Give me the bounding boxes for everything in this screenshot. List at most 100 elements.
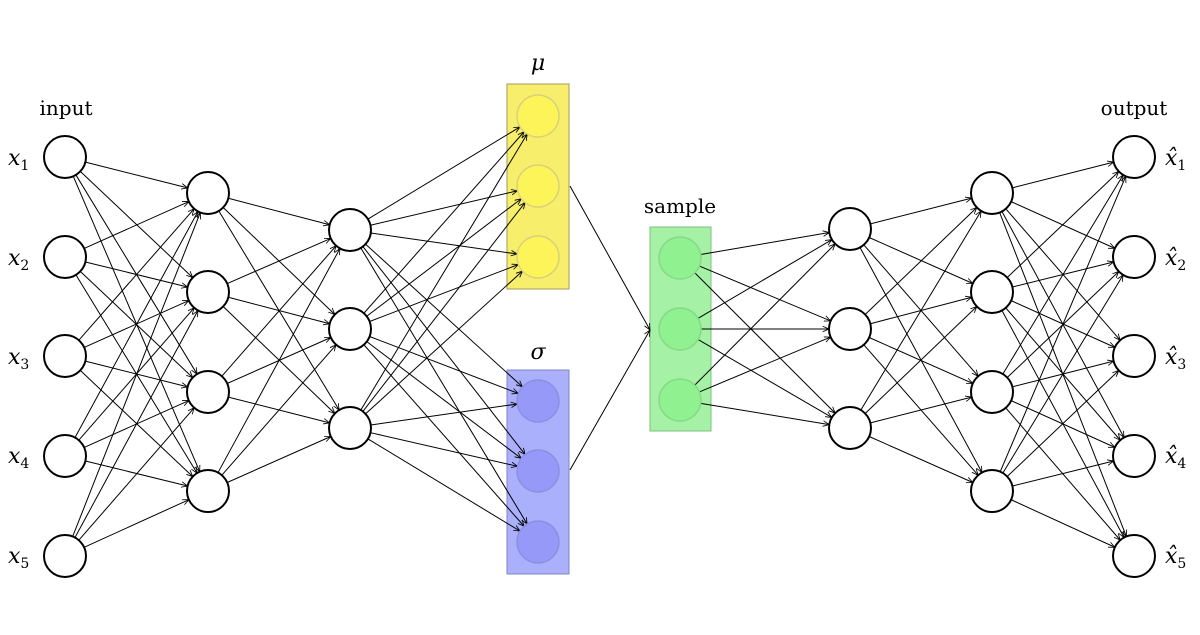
h1-h2-edge xyxy=(228,197,329,224)
output-node xyxy=(1112,434,1156,478)
output-node xyxy=(1112,135,1156,179)
h2-sigma-edge xyxy=(360,247,527,524)
input-h1-edge xyxy=(83,499,189,548)
decoder-h2-node xyxy=(970,270,1014,314)
h1-h2-edge xyxy=(226,436,331,483)
h1-h2-edge xyxy=(221,246,336,377)
input-label: input xyxy=(40,96,93,120)
h2-mu-edge xyxy=(370,232,517,254)
sigma-to-sample-edge xyxy=(569,330,650,471)
sample-d1-edge xyxy=(700,402,830,424)
decoder-h2-node xyxy=(970,469,1014,513)
encoder-h2-node xyxy=(328,208,372,252)
sample-node xyxy=(658,307,702,351)
connection-edges xyxy=(72,127,1127,548)
sigma-node xyxy=(516,520,560,564)
input-node xyxy=(43,534,87,578)
h2-sigma-edge xyxy=(370,432,517,467)
d2-output-edge xyxy=(1002,275,1123,474)
input-h1-edge xyxy=(78,209,194,341)
h2-sigma-edge xyxy=(363,344,524,527)
encoder-h1-node xyxy=(186,370,230,414)
output-node xyxy=(1112,235,1156,279)
d2-output-edge xyxy=(999,176,1126,472)
h2-mu-edge xyxy=(366,199,522,317)
d1-d2-edge xyxy=(870,397,971,424)
d2-output-edge xyxy=(1002,175,1123,375)
d2-output-edge xyxy=(1012,461,1113,487)
sample-node xyxy=(658,236,702,280)
sample-d1-edge xyxy=(694,272,835,413)
input-node xyxy=(43,434,87,478)
d1-d2-edge xyxy=(868,436,973,483)
h1-h2-edge xyxy=(221,345,336,476)
h2-mu-edge xyxy=(360,134,527,411)
sigma-label: σ xyxy=(530,340,546,365)
sample-label: sample xyxy=(644,194,716,218)
encoder-h2-node xyxy=(328,307,372,351)
input-h1-edge xyxy=(78,408,194,541)
encoder-h1-node xyxy=(186,469,230,513)
encoder-h1-node xyxy=(186,270,230,314)
mu-node xyxy=(516,164,560,208)
h2-mu-edge xyxy=(365,271,523,415)
h2-mu-edge xyxy=(370,191,517,226)
sample-d1-edge xyxy=(699,337,830,393)
sigma-node xyxy=(516,379,560,423)
sample-d1-edge xyxy=(700,233,830,255)
input-h1-edge xyxy=(83,201,189,249)
h2-sigma-edge xyxy=(365,243,523,387)
encoder-h2-node xyxy=(328,406,372,450)
input-label-x5: x5 xyxy=(8,544,29,572)
h2-mu-edge xyxy=(363,132,524,314)
sample-node xyxy=(658,378,702,422)
h2-sigma-edge xyxy=(362,246,525,455)
h2-mu-edge xyxy=(369,265,519,322)
mu-node xyxy=(516,94,560,138)
input-node xyxy=(43,135,87,179)
h2-mu-edge xyxy=(362,203,525,412)
output-label-x2: x̂2 xyxy=(1165,246,1186,274)
input-h1-edge xyxy=(72,213,201,537)
d2-output-edge xyxy=(1012,162,1113,189)
decoder-h2-node xyxy=(970,171,1014,215)
input-label-x3: x3 xyxy=(8,345,29,373)
d2-output-edge xyxy=(1006,171,1119,278)
d2-output-edge xyxy=(1006,370,1119,477)
sample-d1-edge xyxy=(697,339,832,418)
d2-output-edge xyxy=(1010,499,1115,548)
sigma-node xyxy=(516,449,560,493)
encoder-h1-node xyxy=(186,171,230,215)
network-nodes xyxy=(43,94,1156,578)
sample-d1-edge xyxy=(697,240,832,319)
output-label: output xyxy=(1101,96,1168,120)
output-label-x1: x̂1 xyxy=(1165,146,1186,174)
decoder-h1-node xyxy=(828,406,872,450)
sample-d1-edge xyxy=(694,244,835,386)
output-label-x5: x̂5 xyxy=(1165,544,1186,572)
input-h1-edge xyxy=(85,161,187,188)
h2-sigma-edge xyxy=(370,404,517,426)
output-node xyxy=(1112,534,1156,578)
mu-node xyxy=(516,235,560,279)
h2-sigma-edge xyxy=(367,438,520,531)
input-h1-edge xyxy=(74,310,198,538)
output-node xyxy=(1112,334,1156,378)
sample-d1-edge xyxy=(699,265,830,321)
input-label-x2: x2 xyxy=(8,246,29,274)
d1-d2-edge xyxy=(864,307,977,414)
input-label-x1: x1 xyxy=(8,146,29,174)
d1-d2-edge xyxy=(860,211,981,411)
h1-h2-edge xyxy=(217,248,340,473)
decoder-h1-node xyxy=(828,307,872,351)
h2-mu-edge xyxy=(367,127,520,220)
input-node xyxy=(43,334,87,378)
d1-d2-edge xyxy=(864,208,977,315)
decoder-h2-node xyxy=(970,370,1014,414)
mu-to-sample-edge xyxy=(569,185,650,330)
input-h1-edge xyxy=(74,211,198,438)
decoder-h1-node xyxy=(828,207,872,251)
output-label-x3: x̂3 xyxy=(1165,345,1186,373)
